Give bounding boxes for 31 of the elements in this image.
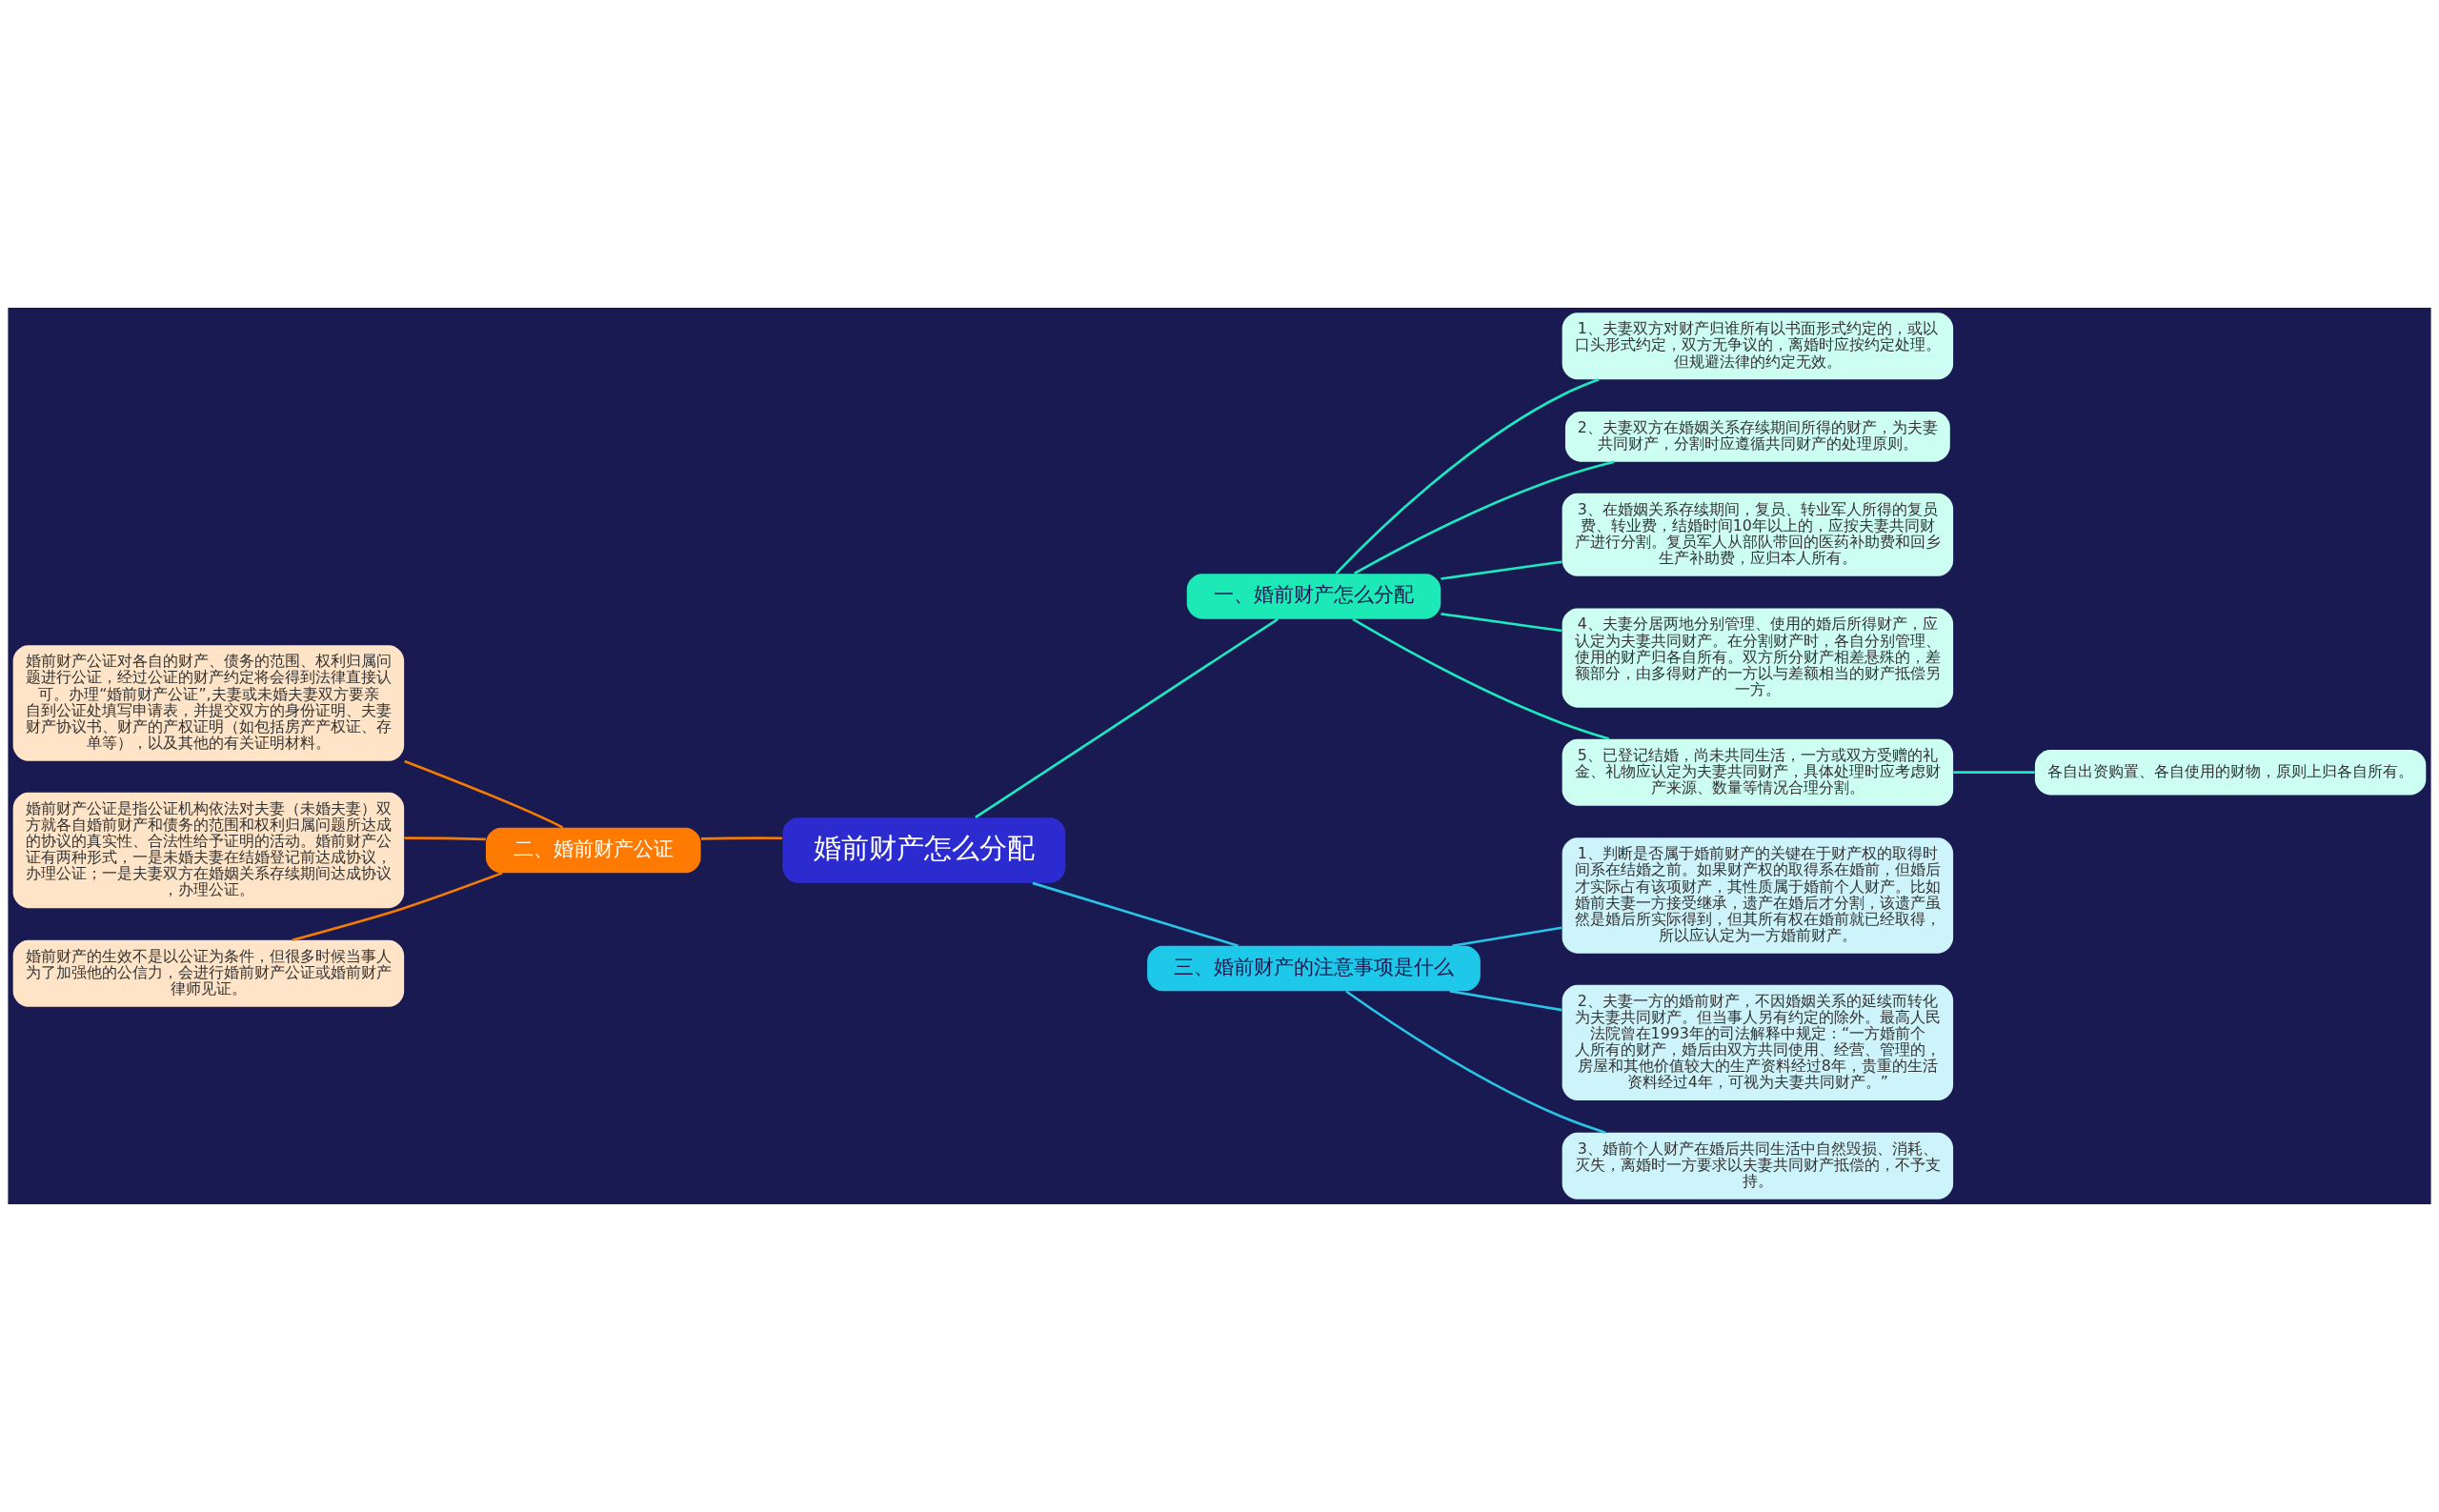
connector bbox=[1352, 617, 1610, 740]
node-box: 4、夫妻分居两地分别管理、使用的婚后所得财产，应认定为夫妻共同财产。在分割财产时，各自分别管理、使用的财产归各自所有。双方所分财产相差悬殊的，差额部分，由多得财产的一方以与差额相当的财产抵偿另一方。 bbox=[1562, 608, 1954, 708]
node-box: 三、婚前财产的注意事项是什么 bbox=[1147, 945, 1481, 992]
connector bbox=[1441, 613, 1562, 633]
node-box: 二、婚前财产公证 bbox=[485, 827, 701, 874]
node-box: 2、夫妻双方在婚姻关系存续期间所得的财产，为夫妻共同财产，分割时应遵循共同财产的处理原则。 bbox=[1564, 411, 1950, 462]
node-box: 2、夫妻一方的婚前财产，不因婚姻关系的延续而转化为夫妻共同财产。但当事人另有约定的除外。最高人民法院曾在1993年的司法解释中规定：“一方婚前个人所有的财产，婚后由双方共同使用、经营、管理的，房屋和其他价值较大的生产资料经过8年，贵重的生活资料经过4年，可视为夫妻共同财产。” bbox=[1562, 984, 1954, 1101]
connector bbox=[1335, 378, 1600, 575]
node-box: 婚前财产公证对各自的财产、债务的范围、权利归属问题进行公证，经过公证的财产约定将会得到法律直接认可。办理“婚前财产公证”,夫妻或未婚夫妻双方要亲自到公证处填写申请表，并提交双方的身份证明、夫妻财产协议书、财产的产权证明（如包括房产产权证、存单等），以及其他的有关证明材料。 bbox=[12, 645, 405, 761]
node-box: 婚前财产怎么分配 bbox=[782, 817, 1066, 883]
connector bbox=[1452, 926, 1562, 948]
connector bbox=[700, 837, 782, 840]
node-box: 1、夫妻双方对财产归谁所有以书面形式约定的，或以口头形式约定，双方无争议的，离婚时应按约定处理。但规避法律的约定无效。 bbox=[1562, 312, 1954, 380]
node-box: 各自出资购置、各自使用的财物，原则上归各自所有。 bbox=[2034, 749, 2427, 796]
connector bbox=[1354, 460, 1615, 575]
connector bbox=[1449, 990, 1562, 1012]
node-box: 1、判断是否属于婚前财产的关键在于财产权的取得时间系在结婚之前。如果财产权的取得系在婚前，但婚后才实际占有该项财产，其性质属于婚前个人财产。比如婚前夫妻一方接受继承，遗产在婚后才分割，该遗产虽然是婚后所实际得到，但其所有权在婚前就已经取得，所以应认定为一方婚前财产。 bbox=[1562, 837, 1954, 954]
node-box: 婚前财产公证是指公证机构依法对夫妻（未婚夫妻）双方就各自婚前财产和债务的范围和权利归属问题所达成的协议的真实性、合法性给予证明的活动。婚前财产公证有两种形式，一是未婚夫妻在结婚登记前达成协议，办理公证；一是夫妻双方在婚姻关系存续期间达成协议，办理公证。 bbox=[12, 792, 405, 909]
connector bbox=[1345, 990, 1606, 1134]
connector bbox=[1032, 881, 1239, 947]
connector bbox=[404, 837, 486, 841]
node-box: 3、婚前个人财产在婚后共同生活中自然毁损、消耗、灭失，离婚时一方要求以夫妻共同财产抵偿的，不予支持。 bbox=[1562, 1132, 1954, 1200]
connector bbox=[975, 617, 1279, 818]
connector bbox=[1441, 560, 1562, 580]
connector bbox=[1953, 771, 2035, 774]
node-box: 一、婚前财产怎么分配 bbox=[1186, 574, 1441, 619]
node-box: 5、已登记结婚，尚未共同生活，一方或双方受赠的礼金、礼物应认定为夫妻共同财产，具体处理时应考虑财产来源、数量等情况合理分割。 bbox=[1562, 738, 1954, 806]
node-box: 3、在婚姻关系存续期间，复员、转业军人所得的复员费、转业费，结婚时间10年以上的，应按夫妻共同财产进行分割。复员军人从部队带回的医药补助费和回乡生产补助费，应归本人所有。 bbox=[1562, 493, 1954, 576]
connector bbox=[404, 759, 564, 829]
connector bbox=[292, 872, 503, 942]
node-box: 婚前财产的生效不是以公证为条件，但很多时候当事人为了加强他的公信力，会进行婚前财产公证或婚前财产律师见证。 bbox=[12, 939, 405, 1007]
